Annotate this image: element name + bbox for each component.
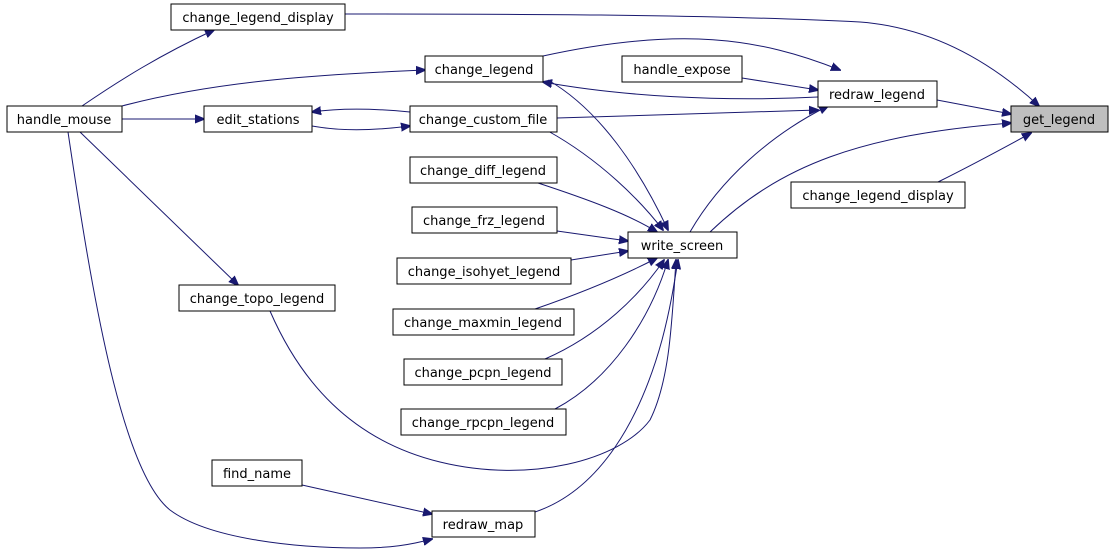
- node-label: get_legend: [1023, 113, 1095, 128]
- edge-change-isohyet-legend-to-write-screen: [570, 251, 628, 261]
- edge-change-topo-legend-to-write-screen: [269, 260, 676, 471]
- edge-redraw-map-to-write-screen: [534, 260, 678, 513]
- node-label: edit_stations: [217, 113, 300, 128]
- edge-redraw-legend-to-change-legend: [543, 82, 819, 100]
- nodes-layer: change_legend_display change_legend hand…: [6, 3, 1109, 538]
- node-redraw-legend[interactable]: redraw_legend: [817, 80, 938, 108]
- node-change-rpcpn-legend[interactable]: change_rpcpn_legend: [400, 408, 567, 436]
- edge-change-legend-display-right-to-get-legend: [937, 133, 1031, 183]
- node-change-topo-legend[interactable]: change_topo_legend: [178, 284, 336, 312]
- node-change-diff-legend[interactable]: change_diff_legend: [409, 156, 558, 184]
- node-change-isohyet-legend[interactable]: change_isohyet_legend: [396, 257, 572, 285]
- node-label: change_pcpn_legend: [414, 366, 551, 381]
- edge-change-maxmin-legend-to-write-screen: [534, 258, 657, 310]
- edge-write-screen-to-redraw-legend: [689, 106, 828, 233]
- edge-redraw-legend-to-get-legend: [936, 99, 1011, 114]
- node-edit-stations[interactable]: edit_stations: [203, 105, 313, 133]
- edge-handle-mouse-to-redraw-map: [67, 131, 432, 549]
- node-label: change_frz_legend: [423, 214, 545, 229]
- node-label: change_rpcpn_legend: [412, 416, 554, 431]
- node-label: change_custom_file: [419, 113, 548, 128]
- node-redraw-map[interactable]: redraw_map: [431, 510, 536, 538]
- node-label: find_name: [223, 467, 291, 482]
- edge-change-legend-to-write-screen: [547, 79, 668, 230]
- node-handle-expose[interactable]: handle_expose: [621, 55, 743, 83]
- node-change-maxmin-legend[interactable]: change_maxmin_legend: [392, 308, 575, 336]
- edge-change-diff-legend-to-write-screen: [534, 181, 657, 232]
- edge-change-pcpn-legend-to-write-screen: [544, 260, 664, 360]
- edge-change-legend-display-to-get-legend: [344, 13, 1039, 106]
- node-change-legend-display-right[interactable]: change_legend_display: [790, 181, 966, 209]
- node-label: change_legend: [435, 63, 534, 78]
- edge-change-rpcpn-legend-to-write-screen: [554, 260, 668, 410]
- node-change-frz-legend[interactable]: change_frz_legend: [411, 206, 558, 234]
- node-change-pcpn-legend[interactable]: change_pcpn_legend: [403, 358, 563, 386]
- edge-handle-mouse-to-change-topo-legend: [79, 131, 238, 285]
- node-label: redraw_legend: [829, 88, 925, 103]
- edge-handle-expose-to-redraw-legend: [741, 77, 818, 90]
- node-label: change_diff_legend: [420, 164, 546, 179]
- edge-change-custom-file-to-edit-stations: [312, 109, 411, 112]
- node-label: handle_expose: [633, 63, 730, 78]
- node-change-custom-file[interactable]: change_custom_file: [409, 105, 558, 133]
- node-change-legend[interactable]: change_legend: [424, 55, 544, 83]
- node-label: change_isohyet_legend: [408, 265, 561, 280]
- edge-edit-stations-to-change-custom-file: [311, 126, 410, 130]
- edge-change-custom-file-to-write-screen: [547, 130, 663, 230]
- node-label: change_maxmin_legend: [404, 316, 562, 331]
- node-label: change_legend_display: [802, 189, 954, 204]
- node-label: change_legend_display: [182, 11, 334, 26]
- node-label: write_screen: [641, 239, 723, 254]
- edge-change-custom-file-to-redraw-legend: [556, 110, 818, 119]
- node-get-legend[interactable]: get_legend: [1010, 105, 1109, 133]
- node-find-name[interactable]: find_name: [211, 459, 303, 487]
- edge-change-frz-legend-to-write-screen: [556, 230, 628, 241]
- node-handle-mouse[interactable]: handle_mouse: [6, 105, 123, 133]
- node-write-screen[interactable]: write_screen: [627, 231, 738, 259]
- node-label: handle_mouse: [17, 113, 111, 128]
- node-label: change_topo_legend: [190, 292, 324, 307]
- edge-handle-mouse-to-change-legend-display: [81, 30, 214, 107]
- node-label: redraw_map: [443, 518, 524, 533]
- edge-find-name-to-redraw-map: [301, 484, 432, 514]
- node-change-legend-display-top[interactable]: change_legend_display: [170, 3, 346, 31]
- edge-change-legend-to-get-legend: [542, 38, 840, 70]
- edges-layer: [67, 13, 1039, 549]
- edge-handle-mouse-to-change-legend: [121, 70, 425, 107]
- edge-write-screen-to-get-legend: [709, 123, 1011, 233]
